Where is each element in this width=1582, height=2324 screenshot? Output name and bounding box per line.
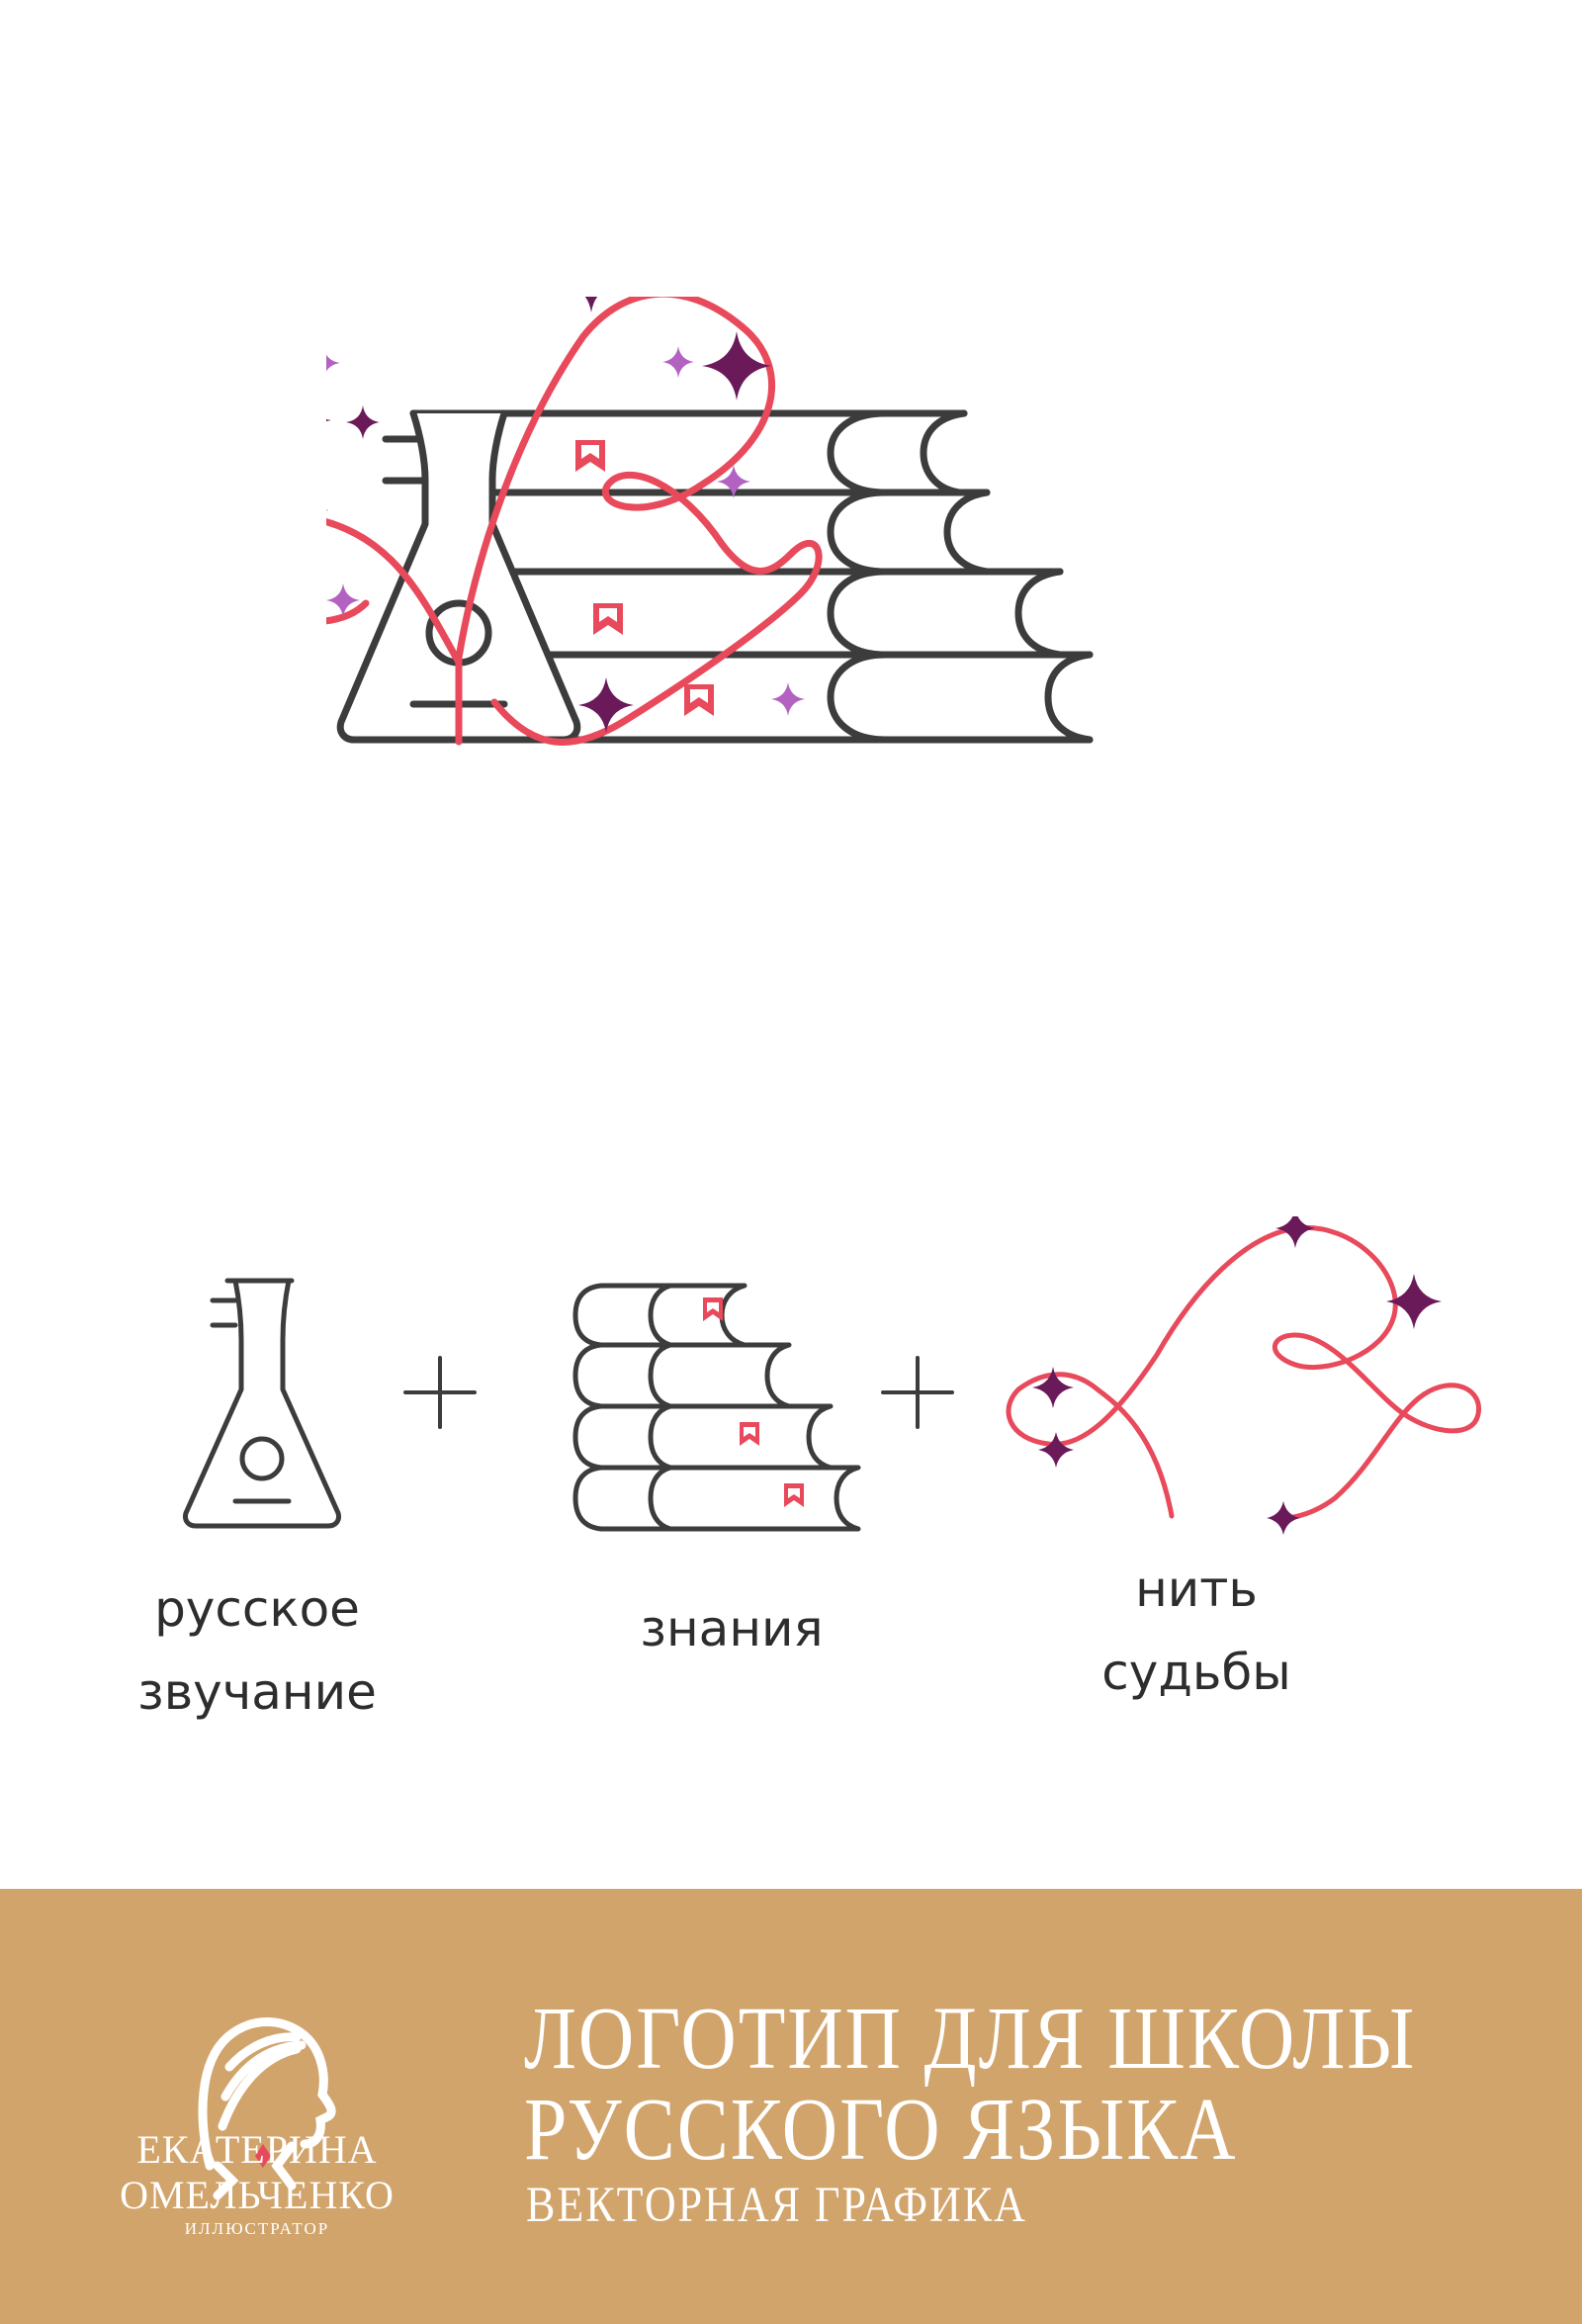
brand-role: ИЛЛЮСТРАТОР (184, 2219, 330, 2238)
caption-balalaika-line1: русское (154, 1580, 360, 1638)
footer-title-line2: РУССКОГО ЯЗЫКА (524, 2079, 1238, 2179)
caption-thread: нить судьбы (1058, 1548, 1335, 1714)
footer-banner: ЕКАТЕРИНА ОМЕЛЬЧЕНКО ИЛЛЮСТРАТОР ЛОГОТИП… (0, 1889, 1582, 2324)
brand-last-name: ОМЕЛЬЧЕНКО (120, 2173, 395, 2217)
books-icon (572, 1283, 861, 1532)
books-stack-icon (471, 409, 1094, 744)
components-row: русское звучание знания нить судьбы (0, 1216, 1582, 1721)
thread-icon (1006, 1216, 1481, 1535)
footer-title-line1: ЛОГОТИП ДЛЯ ШКОЛЫ (524, 1988, 1417, 2088)
balalaika-icon (183, 1278, 341, 1529)
brand-logo-icon (198, 2017, 336, 2200)
thread-line (455, 297, 823, 746)
caption-balalaika: русское звучание (119, 1567, 396, 1734)
brand-first-name: ЕКАТЕРИНА (136, 2127, 378, 2172)
caption-thread-line1: нить (1135, 1561, 1258, 1618)
footer-title: ЛОГОТИП ДЛЯ ШКОЛЫ РУССКОГО ЯЗЫКА (524, 1988, 1552, 2179)
caption-thread-line2: судьбы (1101, 1644, 1291, 1701)
caption-books-line1: знания (640, 1600, 824, 1657)
caption-balalaika-line2: звучание (137, 1663, 377, 1721)
plus-operator-1 (403, 1356, 477, 1429)
footer-subtitle: ВЕКТОРНАЯ ГРАФИКА (526, 2177, 1027, 2233)
caption-books: знания (593, 1587, 870, 1670)
main-logo (326, 297, 1094, 746)
plus-operator-2 (881, 1356, 954, 1429)
